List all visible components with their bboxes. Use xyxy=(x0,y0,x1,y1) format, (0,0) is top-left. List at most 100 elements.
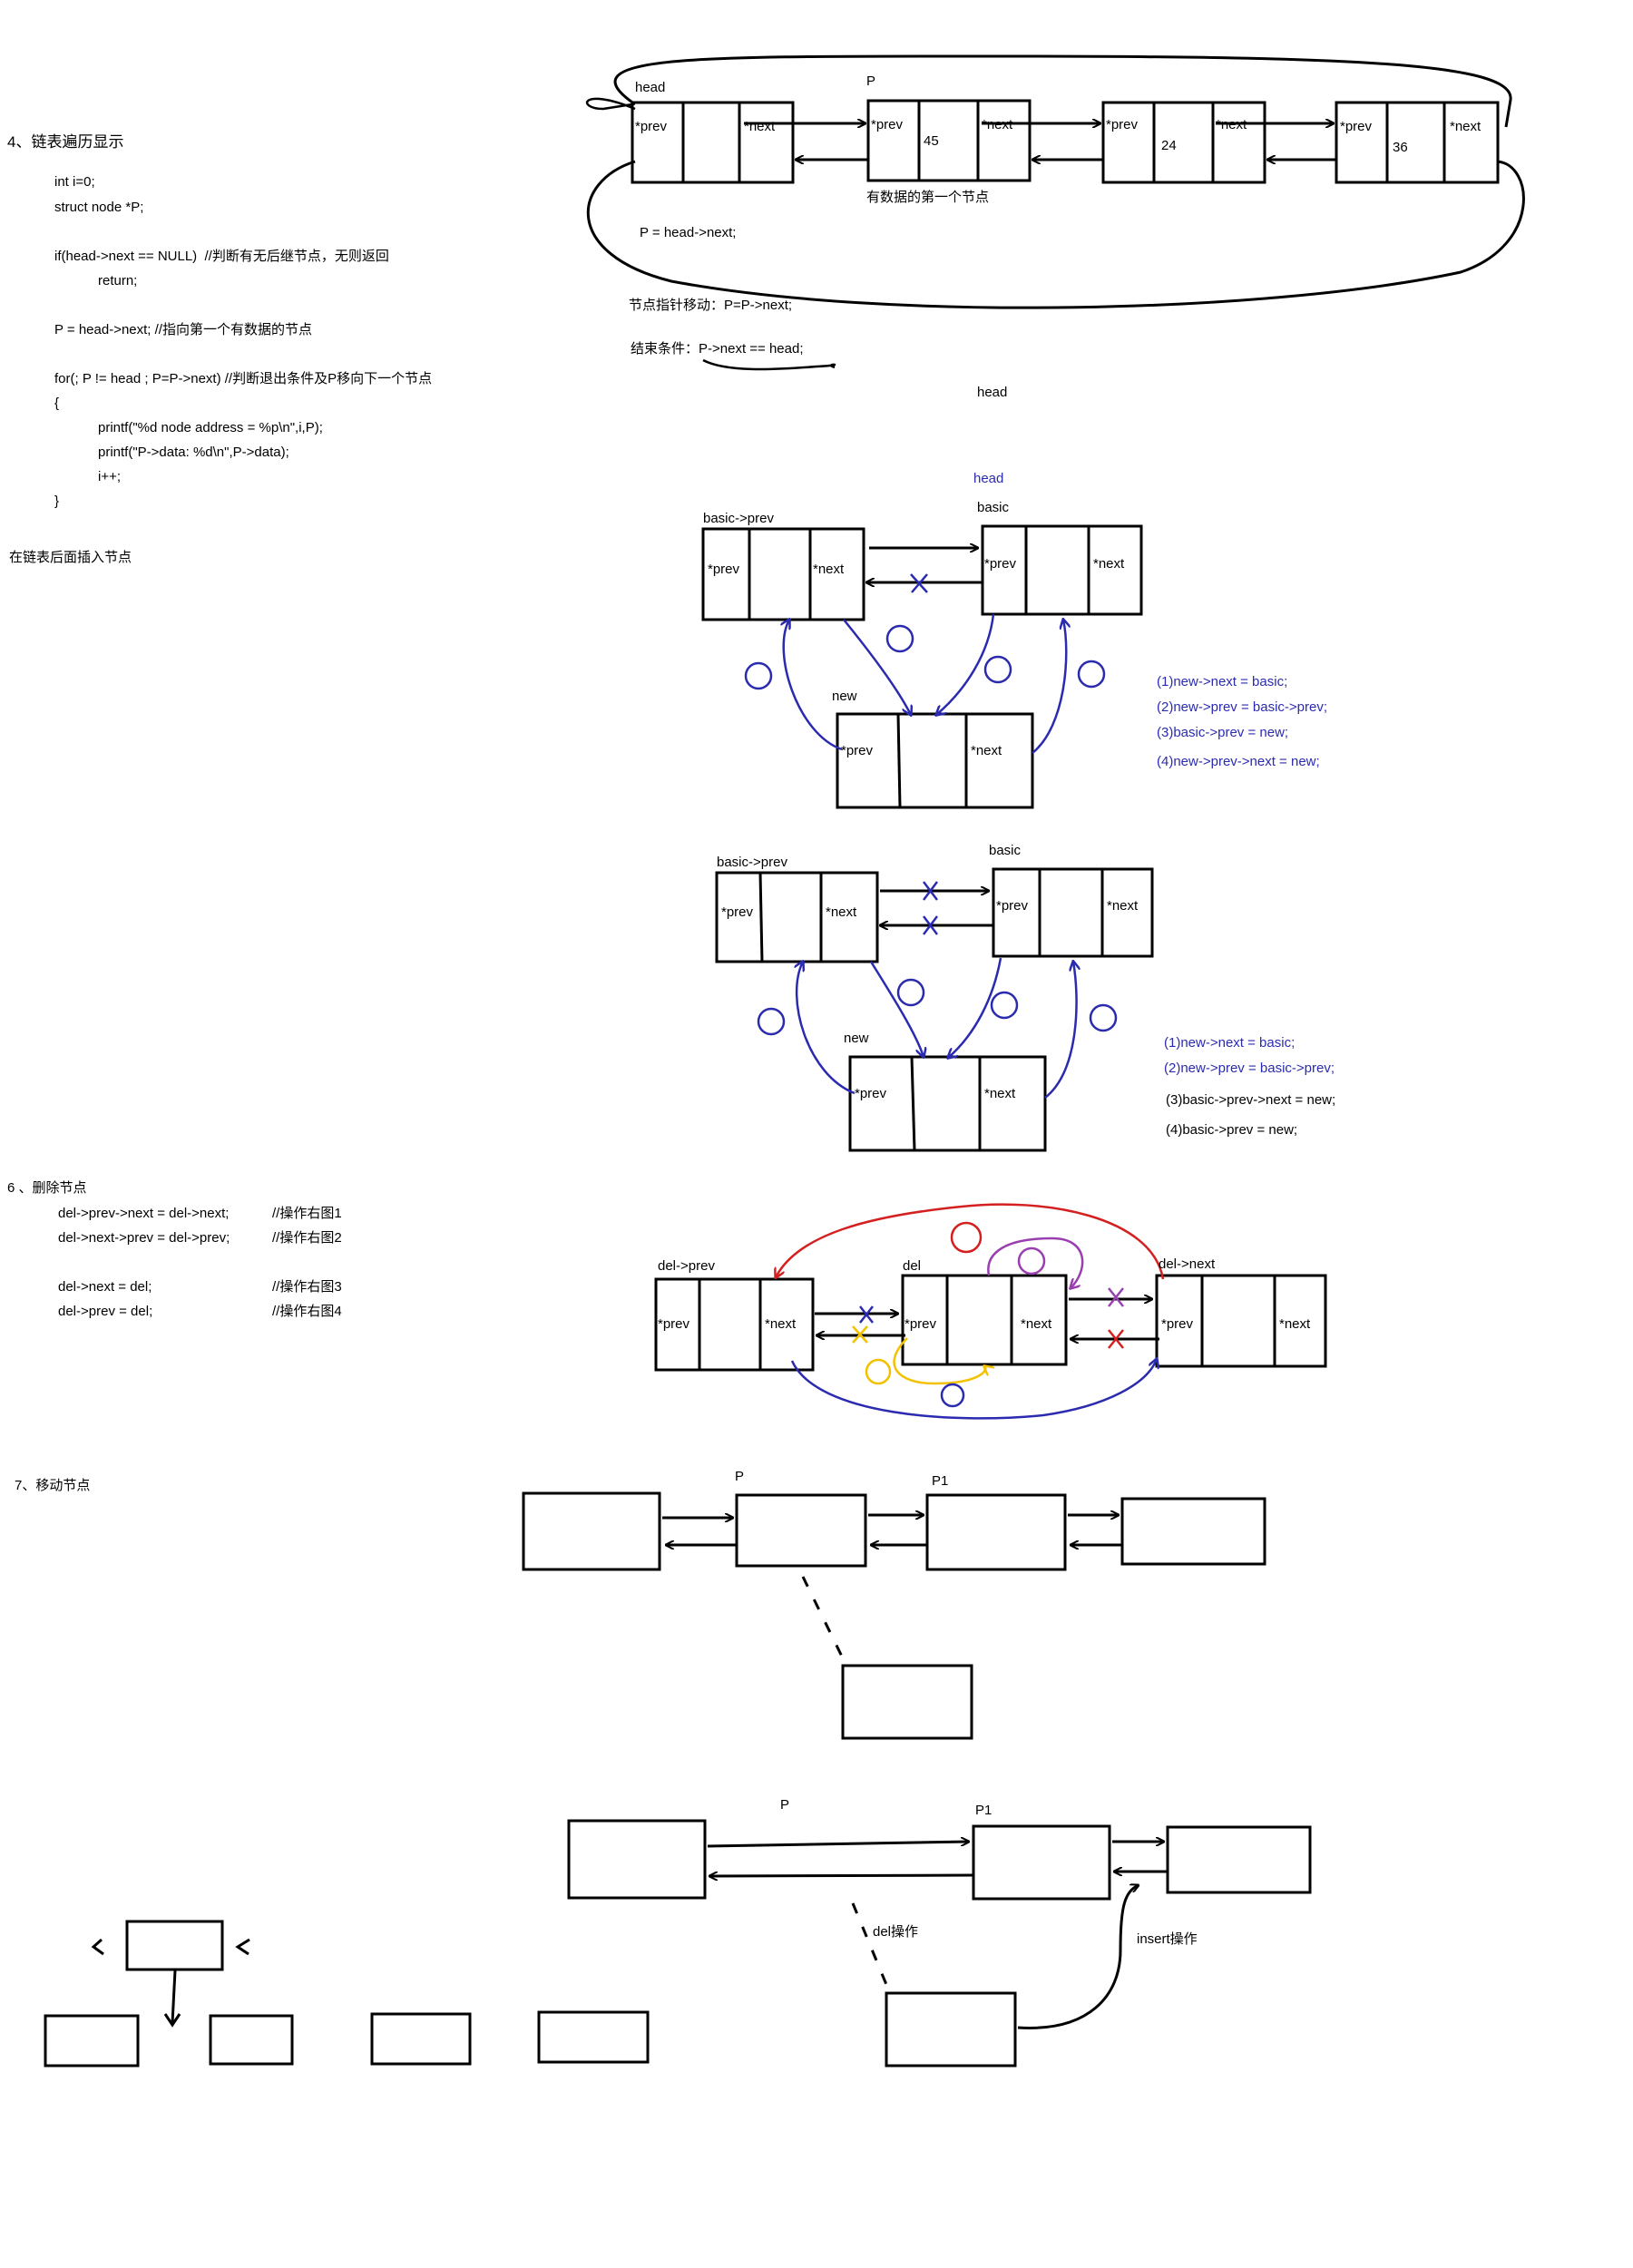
cross-mark xyxy=(1108,1287,1124,1307)
node-new xyxy=(836,712,1034,809)
move-note: 节点指针移动：P=P->next; xyxy=(629,298,793,313)
node-value: 36 xyxy=(1393,140,1408,155)
field-prev: *prev xyxy=(841,743,874,758)
node-box-p xyxy=(735,1493,867,1568)
move-diagram-2 xyxy=(567,1819,1312,2068)
step-circle xyxy=(983,655,1012,684)
step-arrow-1 xyxy=(1044,962,1077,1099)
step-circle xyxy=(896,978,925,1007)
delete-note: //操作右图1 xyxy=(272,1206,342,1221)
label-basic: basic xyxy=(989,843,1022,858)
field-next: *next xyxy=(971,743,1002,758)
node-box xyxy=(522,1491,661,1571)
step-arrow-3 xyxy=(987,1237,1084,1288)
step-circle xyxy=(940,1383,965,1408)
code-line: return; xyxy=(98,273,138,288)
field-next: *next xyxy=(744,119,776,134)
step-arrow-4 xyxy=(948,957,1002,1058)
delete-code-line: del->prev->next = del->next; xyxy=(58,1206,230,1221)
label-new: new xyxy=(832,689,857,704)
code-line: struct node *P; xyxy=(54,200,144,215)
node-del-next xyxy=(1155,1274,1327,1368)
node-basic xyxy=(992,867,1154,958)
p-assign: P = head->next; xyxy=(640,225,737,240)
step-circle xyxy=(1017,1246,1046,1276)
insert-diagram-2 xyxy=(715,867,1154,1152)
code-line: int i=0; xyxy=(54,174,95,190)
node-box-p1 xyxy=(925,1493,1067,1571)
label-del: del xyxy=(903,1258,922,1274)
field-prev: *prev xyxy=(1340,119,1373,134)
label-head: head xyxy=(635,80,666,95)
insert-step: (4)basic->prev = new; xyxy=(1166,1122,1298,1138)
dashed-link xyxy=(851,1902,889,1988)
end-note: 结束条件：P->next == head; xyxy=(631,341,804,357)
label-p1: P1 xyxy=(975,1803,993,1818)
code-line: printf("P->data: %d\n",P->data); xyxy=(98,445,289,460)
field-next: *next xyxy=(826,904,857,920)
field-next: *next xyxy=(1093,556,1125,572)
field-prev: *prev xyxy=(984,556,1017,572)
label-basic-prev: basic->prev xyxy=(717,855,787,870)
code-line: { xyxy=(54,396,60,411)
first-node-note: 有数据的第一个节点 xyxy=(866,190,990,205)
field-next: *next xyxy=(1216,117,1247,132)
del-op-label: del操作 xyxy=(873,1924,919,1940)
node-del-prev xyxy=(654,1277,815,1372)
node-36 xyxy=(1335,101,1500,184)
field-prev: *prev xyxy=(1161,1316,1194,1332)
label-basic-prev: basic->prev xyxy=(703,511,774,526)
field-prev: *prev xyxy=(871,117,904,132)
field-next: *next xyxy=(765,1316,797,1332)
code-line: i++; xyxy=(98,469,122,484)
link-next xyxy=(707,1842,969,1848)
loop-bottom-curve xyxy=(586,160,1525,309)
field-prev: *prev xyxy=(721,904,754,920)
step-circle xyxy=(950,1221,983,1254)
head-label-below: head xyxy=(977,385,1008,400)
step-arrow-2 xyxy=(797,962,856,1095)
sketch-box xyxy=(537,2010,650,2064)
node-box xyxy=(567,1819,707,1900)
label-del-prev: del->prev xyxy=(658,1258,715,1274)
node-box xyxy=(1166,1825,1312,1894)
field-prev: *prev xyxy=(1106,117,1139,132)
field-prev: *prev xyxy=(658,1316,690,1332)
label-p: P xyxy=(866,73,876,89)
node-box-detached xyxy=(841,1664,973,1740)
insert-diagram-1-steps xyxy=(744,573,1106,754)
step-arrow-4 xyxy=(893,1337,986,1385)
section-7-title: 7、移动节点 xyxy=(15,1478,91,1493)
field-next: *next xyxy=(1279,1316,1311,1332)
insert-title: 在链表后面插入节点 xyxy=(9,550,132,565)
end-underline xyxy=(702,358,836,371)
cross-mark xyxy=(852,1325,868,1344)
step-circle xyxy=(885,624,914,653)
head-label-blue: head xyxy=(973,471,1004,486)
label-p: P xyxy=(780,1797,790,1813)
label-basic: basic xyxy=(977,500,1010,515)
node-value: 24 xyxy=(1161,138,1177,153)
step-arrow-2 xyxy=(776,1203,1165,1279)
step-circle xyxy=(1077,660,1106,689)
sketch-diagram xyxy=(44,1920,650,2068)
delete-note: //操作右图3 xyxy=(272,1279,342,1295)
loop-end xyxy=(585,97,636,111)
label-del-next: del->next xyxy=(1159,1256,1216,1272)
delete-note: //操作右图4 xyxy=(272,1304,342,1319)
field-next: *next xyxy=(1107,898,1139,914)
step-circle xyxy=(1089,1003,1118,1032)
field-prev: *prev xyxy=(905,1316,937,1332)
step-circle xyxy=(865,1358,892,1385)
node-box-p1 xyxy=(972,1824,1111,1901)
insert-step: (2)new->prev = basic->prev; xyxy=(1164,1061,1335,1076)
section-4-title: 4、链表遍历显示 xyxy=(7,133,124,151)
node-45 xyxy=(866,99,1032,182)
node-basic xyxy=(981,524,1143,616)
link-prev xyxy=(709,1875,974,1876)
sketch-box xyxy=(209,2014,294,2066)
loop-top-curve xyxy=(613,54,1512,128)
insert-diagram-2-steps xyxy=(757,881,1118,1099)
section-6-title: 6 、删除节点 xyxy=(7,1180,87,1196)
